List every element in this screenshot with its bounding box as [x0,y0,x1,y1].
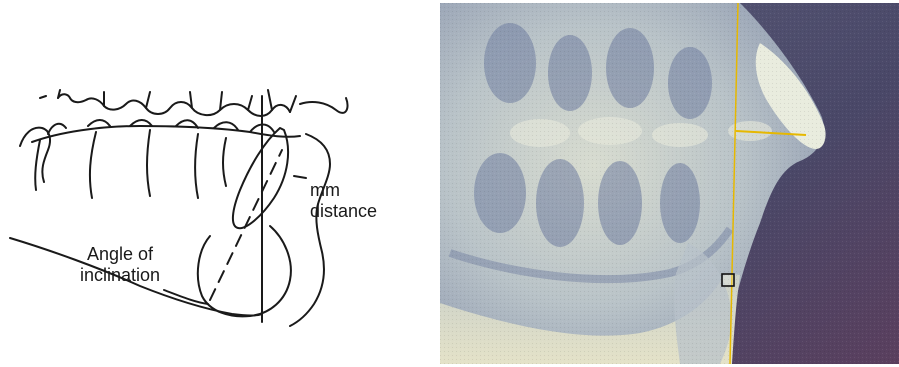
tracing-diagram-panel: Angle of inclination mm distance [0,0,430,367]
mm-distance-label: mm distance [310,180,377,222]
angle-label-line2: inclination [80,265,160,286]
upper-teeth-tops [40,90,296,112]
film-grain [440,3,899,364]
symphysis-outline [198,226,291,316]
radiograph-image [440,3,899,364]
mm-pointer [294,176,306,178]
lower-teeth-roots [35,130,226,198]
incisor-axis-dashed-line [210,150,282,300]
reference-marker-box [722,274,734,286]
soft-tissue-outline [290,134,330,326]
angle-of-inclination-label: Angle of inclination [80,244,160,286]
mm-label-line1: mm [310,180,377,201]
angle-label-line1: Angle of [80,244,160,265]
upper-lip-outline [300,98,348,113]
radiograph-panel [440,3,899,364]
upper-jaw-outline [58,94,290,116]
mm-label-line2: distance [310,201,377,222]
occlusal-line [32,126,300,142]
lower-incisor-outline [233,128,288,228]
